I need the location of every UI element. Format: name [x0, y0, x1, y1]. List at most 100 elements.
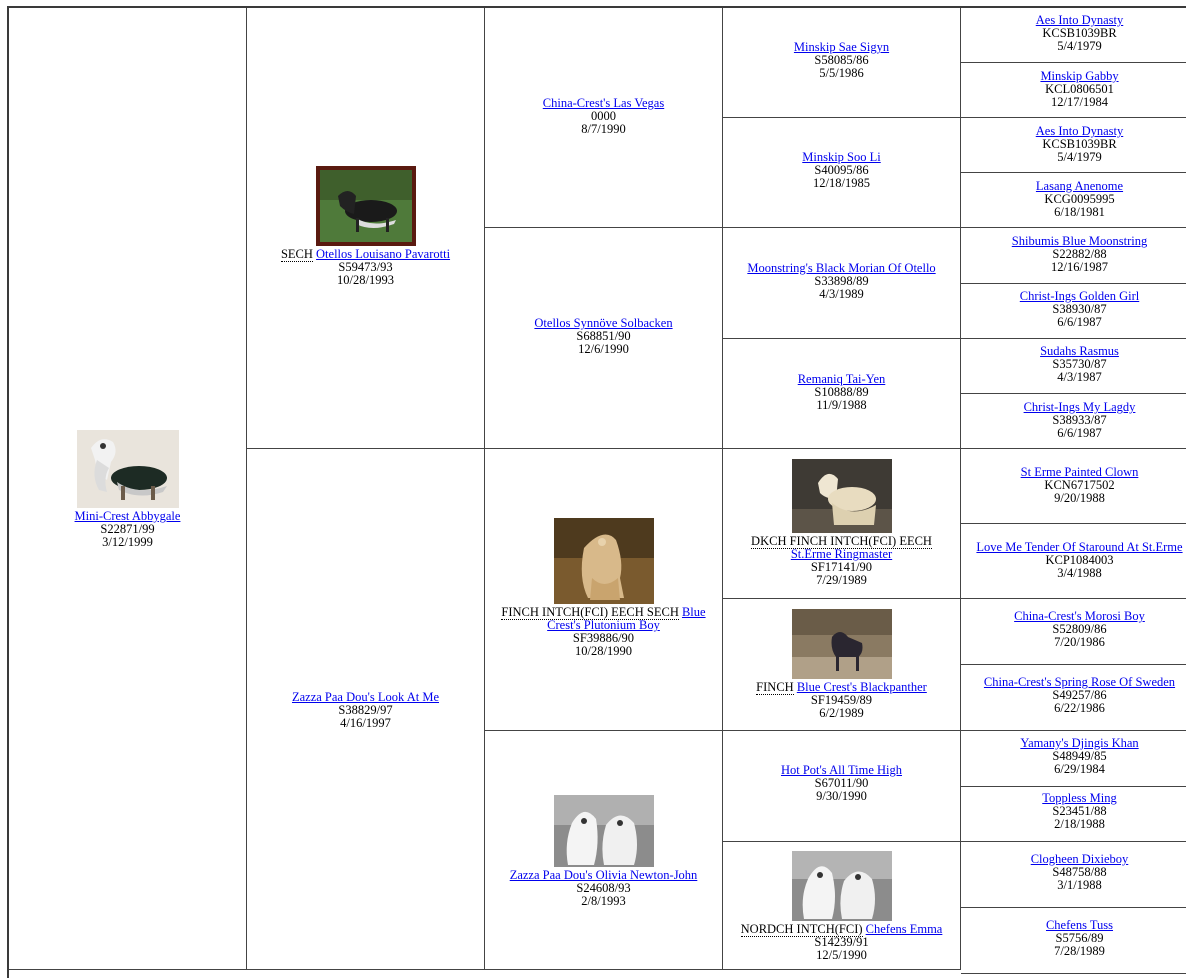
pedigree-cell-gen4: Love Me Tender Of Staround At St.Erme KC… [961, 524, 1186, 599]
birth-date: 4/3/1989 [819, 287, 864, 301]
dog-photo [791, 459, 892, 533]
pedigree-cell-gen4: Lasang Anenome KCG0095995 6/18/1981 [961, 173, 1186, 228]
dog-name-link[interactable]: Blue Crest's Blackpanther [796, 680, 927, 694]
birth-date: 4/3/1987 [1057, 370, 1102, 384]
birth-date: 5/4/1979 [1057, 39, 1102, 53]
pedigree-cell-subject: Mini-Crest Abbygale S22871/99 3/12/1999 [9, 8, 247, 970]
registration-number: 0000 [591, 109, 616, 123]
pedigree-cell-gen4: Christ-Ings Golden Girl S38930/87 6/6/19… [961, 284, 1186, 339]
dog-photo [553, 518, 654, 604]
registration-number: S38933/87 [1052, 413, 1107, 427]
dog-name-link[interactable]: Zazza Paa Dou's Look At Me [291, 690, 439, 704]
birth-date: 5/4/1979 [1057, 150, 1102, 164]
birth-date: 4/16/1997 [340, 716, 391, 730]
registration-number: KCSB1039BR [1042, 26, 1117, 40]
pedigree-cell-gen3: DKCH FINCH INTCH(FCI) EECH St.Erme Ringm… [723, 449, 961, 599]
pedigree-cell-sire: SECH Otellos Louisano Pavarotti S59473/9… [247, 8, 485, 449]
registration-number: S48758/88 [1052, 865, 1107, 879]
pedigree-cell-gen4: St Erme Painted Clown KCN6717502 9/20/19… [961, 449, 1186, 524]
pedigree-cell-gen3: Hot Pot's All Time High S67011/90 9/30/1… [723, 731, 961, 842]
pedigree-cell-gen3: Remaniq Tai-Yen S10888/89 11/9/1988 [723, 339, 961, 449]
dog-name-link[interactable]: Sudahs Rasmus [1040, 344, 1119, 358]
birth-date: 11/9/1988 [816, 398, 867, 412]
birth-date: 6/2/1989 [819, 706, 864, 720]
birth-date: 3/12/1999 [102, 535, 153, 549]
registration-number: S33898/89 [814, 274, 869, 288]
birth-date: 6/6/1987 [1057, 426, 1102, 440]
pedigree-cell-gen2: FINCH INTCH(FCI) EECH SECH Blue Crest's … [485, 449, 723, 731]
pedigree-cell-gen3: Moonstring's Black Morian Of Otello S338… [723, 228, 961, 339]
dog-name-link[interactable]: Love Me Tender Of Staround At St.Erme [976, 541, 1183, 554]
dog-name-link[interactable]: Aes Into Dynasty [1035, 13, 1124, 27]
pedigree-cell-gen2: Zazza Paa Dou's Olivia Newton-John S2460… [485, 731, 723, 970]
dog-name-link[interactable]: Moonstring's Black Morian Of Otello [747, 261, 936, 275]
registration-number: SF39886/90 [572, 631, 635, 645]
pedigree-cell-dam: Zazza Paa Dou's Look At Me S38829/97 4/1… [247, 449, 485, 970]
dog-name-link[interactable]: Shibumis Blue Moonstring [1011, 234, 1148, 248]
pedigree-cell-gen2: China-Crest's Las Vegas 0000 8/7/1990 [485, 8, 723, 228]
registration-number: S58085/86 [814, 53, 869, 67]
birth-date: 12/17/1984 [1051, 95, 1108, 109]
dog-name-link[interactable]: St.Erme Ringmaster [790, 547, 893, 561]
dog-name-link[interactable]: Otellos Louisano Pavarotti [316, 247, 451, 261]
dog-name-link[interactable]: Christ-Ings Golden Girl [1019, 289, 1140, 303]
dog-name-link[interactable]: Minskip Sae Sigyn [793, 40, 890, 54]
dog-name-link[interactable]: Clogheen Dixieboy [1030, 852, 1129, 866]
pedigree-cell-gen4: Christ-Ings My Lagdy S38933/87 6/6/1987 [961, 394, 1186, 449]
dog-name-link[interactable]: Otellos Synnöve Solbacken [534, 316, 673, 330]
dog-name-link[interactable]: Christ-Ings My Lagdy [1023, 400, 1136, 414]
birth-date: 2/8/1993 [581, 894, 626, 908]
birth-date: 9/30/1990 [816, 789, 867, 803]
registration-number: SF19459/89 [810, 693, 873, 707]
dog-name-link[interactable]: St Erme Painted Clown [1020, 465, 1139, 479]
dog-name-link[interactable]: China-Crest's Spring Rose Of Sweden [983, 675, 1176, 689]
pedigree-cell-gen3: NORDCH INTCH(FCI) Chefens Emma S14239/91… [723, 842, 961, 970]
birth-date: 10/28/1990 [575, 644, 632, 658]
birth-date: 6/22/1986 [1054, 701, 1105, 715]
birth-date: 10/28/1993 [337, 273, 394, 287]
pedigree-cell-gen4: Shibumis Blue Moonstring S22882/88 12/16… [961, 228, 1186, 284]
dog-name-link[interactable]: Mini-Crest Abbygale [74, 509, 181, 523]
registration-number: S24608/93 [576, 881, 631, 895]
registration-number: S40095/86 [814, 163, 869, 177]
dog-name-link[interactable]: Chefens Emma [865, 922, 943, 936]
pedigree-cell-gen4: China-Crest's Morosi Boy S52809/86 7/20/… [961, 599, 1186, 665]
pedigree-cell-gen4: Aes Into Dynasty KCSB1039BR 5/4/1979 [961, 8, 1186, 63]
pedigree-cell-gen3: Minskip Sae Sigyn S58085/86 5/5/1986 [723, 8, 961, 118]
pedigree-cell-gen4: Toppless Ming S23451/88 2/18/1988 [961, 787, 1186, 842]
dog-name-link[interactable]: Chefens Tuss [1045, 918, 1114, 932]
birth-date: 12/5/1990 [816, 948, 867, 962]
dog-name-link[interactable]: Zazza Paa Dou's Olivia Newton-John [509, 868, 698, 882]
pedigree-cell-gen4: Clogheen Dixieboy S48758/88 3/1/1988 [961, 842, 1186, 908]
pedigree-cell-gen4: China-Crest's Spring Rose Of Sweden S492… [961, 665, 1186, 731]
pedigree-cell-gen4: Chefens Tuss S5756/89 7/28/1989 [961, 908, 1186, 974]
registration-number: KCL0806501 [1045, 82, 1114, 96]
birth-date: 12/6/1990 [578, 342, 629, 356]
pedigree-cell-gen4: Yamany's Djingis Khan S48949/85 6/29/198… [961, 731, 1186, 787]
registration-number: KCG0095995 [1044, 192, 1115, 206]
dog-name-link[interactable]: Lasang Anenome [1035, 179, 1124, 193]
registration-number: S52809/86 [1052, 622, 1107, 636]
dog-name-link[interactable]: Blue Crest's Plutonium Boy [547, 605, 706, 632]
birth-date: 6/29/1984 [1054, 762, 1105, 776]
registration-number: KCN6717502 [1044, 478, 1115, 492]
dog-name-link[interactable]: Aes Into Dynasty [1035, 124, 1124, 138]
registration-number: SF17141/90 [810, 560, 873, 574]
dog-name-link[interactable]: China-Crest's Morosi Boy [1014, 609, 1145, 623]
dog-name-link[interactable]: Remaniq Tai-Yen [797, 372, 886, 386]
birth-date: 7/29/1989 [816, 573, 867, 587]
registration-number: S38930/87 [1052, 302, 1107, 316]
registration-number: S5756/89 [1055, 931, 1104, 945]
dog-name-link[interactable]: Toppless Ming [1042, 791, 1117, 805]
birth-date: 7/20/1986 [1054, 635, 1105, 649]
dog-name-link[interactable]: Minskip Soo Li [802, 150, 881, 164]
dog-name-link[interactable]: Yamany's Djingis Khan [1020, 736, 1139, 750]
dog-name-link[interactable]: China-Crest's Las Vegas [542, 96, 665, 110]
registration-number: S59473/93 [338, 260, 393, 274]
birth-date: 5/5/1986 [819, 66, 864, 80]
registration-number: S22871/99 [100, 522, 155, 536]
birth-date: 6/18/1981 [1054, 205, 1105, 219]
dog-name-link[interactable]: Minskip Gabby [1040, 69, 1119, 83]
birth-date: 7/28/1989 [1054, 944, 1105, 958]
dog-name-link[interactable]: Hot Pot's All Time High [780, 763, 903, 777]
